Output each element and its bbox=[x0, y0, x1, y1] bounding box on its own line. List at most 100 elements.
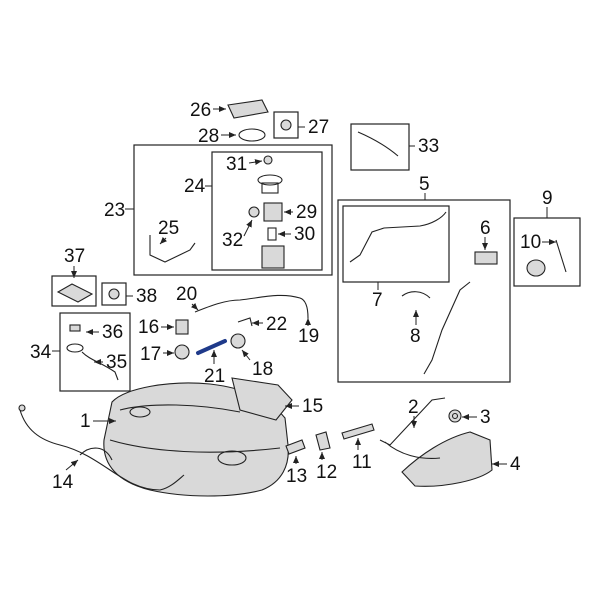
svg-text:4: 4 bbox=[510, 454, 521, 475]
wiring-harness[interactable] bbox=[19, 409, 185, 491]
callout-24: 24 bbox=[184, 176, 212, 197]
svg-text:20: 20 bbox=[176, 284, 197, 305]
svg-text:10: 10 bbox=[520, 232, 541, 253]
callout-7: 7 bbox=[372, 282, 383, 311]
callout-14: 14 bbox=[52, 459, 79, 493]
clip-16[interactable] bbox=[175, 319, 189, 335]
callout-27: 27 bbox=[298, 117, 329, 138]
svg-text:23: 23 bbox=[104, 200, 125, 221]
svg-text:13: 13 bbox=[286, 466, 307, 487]
svg-text:12: 12 bbox=[316, 462, 337, 483]
svg-text:37: 37 bbox=[64, 246, 85, 267]
svg-text:18: 18 bbox=[252, 359, 273, 380]
svg-text:31: 31 bbox=[226, 154, 247, 175]
fuel-hose-13[interactable] bbox=[285, 439, 306, 455]
callout-32: 32 bbox=[222, 219, 253, 251]
svg-text:19: 19 bbox=[298, 326, 319, 347]
svg-text:34: 34 bbox=[30, 342, 52, 363]
svg-text:29: 29 bbox=[296, 202, 317, 223]
callout-33: 33 bbox=[409, 136, 439, 157]
callout-23: 23 bbox=[104, 200, 134, 221]
seal-ring-28[interactable] bbox=[238, 128, 266, 142]
callout-11: 11 bbox=[352, 438, 372, 473]
group-box-33 bbox=[350, 123, 410, 171]
svg-text:6: 6 bbox=[480, 218, 491, 239]
callout-10: 10 bbox=[520, 232, 556, 253]
svg-text:1: 1 bbox=[80, 411, 91, 432]
nut-27[interactable] bbox=[280, 119, 292, 131]
fuel-hose-12[interactable] bbox=[315, 431, 331, 451]
callout-36: 36 bbox=[86, 322, 123, 343]
svg-text:15: 15 bbox=[302, 396, 323, 417]
svg-text:8: 8 bbox=[410, 326, 421, 347]
callout-26: 26 bbox=[190, 100, 226, 121]
callout-28: 28 bbox=[198, 126, 236, 147]
cover-37[interactable] bbox=[56, 283, 94, 303]
callout-2: 2 bbox=[408, 397, 419, 428]
svg-text:25: 25 bbox=[158, 218, 179, 239]
callout-3: 3 bbox=[462, 407, 491, 428]
svg-text:26: 26 bbox=[190, 100, 211, 121]
clip-22[interactable] bbox=[237, 317, 253, 327]
tank-heat-shield[interactable] bbox=[231, 377, 293, 421]
group-box-5 bbox=[337, 199, 511, 383]
svg-text:28: 28 bbox=[198, 126, 219, 147]
nut-38[interactable] bbox=[108, 288, 120, 300]
callout-17: 17 bbox=[140, 344, 174, 365]
hose-33[interactable] bbox=[357, 131, 399, 157]
sender-31[interactable] bbox=[263, 155, 273, 165]
svg-text:22: 22 bbox=[266, 314, 287, 335]
callout-18: 18 bbox=[241, 349, 273, 380]
svg-text:11: 11 bbox=[352, 452, 372, 473]
callout-21: 21 bbox=[204, 350, 225, 387]
callout-35: 35 bbox=[94, 352, 127, 373]
callout-31: 31 bbox=[226, 154, 263, 175]
svg-text:16: 16 bbox=[138, 317, 159, 338]
fuel-tank[interactable] bbox=[103, 382, 289, 497]
callout-37: 37 bbox=[64, 246, 85, 278]
strap-nut[interactable] bbox=[448, 409, 462, 423]
callout-4: 4 bbox=[492, 454, 521, 475]
svg-text:9: 9 bbox=[542, 188, 553, 209]
bracket-25[interactable] bbox=[149, 235, 196, 263]
fuel-line[interactable] bbox=[194, 294, 309, 319]
callout-8: 8 bbox=[410, 310, 421, 347]
callout-38: 38 bbox=[126, 286, 157, 307]
svg-text:17: 17 bbox=[140, 344, 161, 365]
callout-6: 6 bbox=[480, 218, 491, 250]
svg-text:24: 24 bbox=[184, 176, 206, 197]
group-box-34 bbox=[59, 312, 131, 392]
svg-text:2: 2 bbox=[408, 397, 419, 418]
svg-text:35: 35 bbox=[106, 352, 127, 373]
filler-neck-part-6[interactable] bbox=[474, 251, 498, 265]
filler-pipe[interactable] bbox=[423, 281, 471, 375]
group-box-24 bbox=[211, 151, 323, 271]
harness-connector bbox=[18, 404, 26, 412]
svg-text:14: 14 bbox=[52, 472, 74, 493]
fuel-pump-assembly[interactable] bbox=[257, 174, 285, 269]
grommet-17[interactable] bbox=[174, 344, 190, 360]
group-box-27 bbox=[273, 111, 299, 139]
grommet-18[interactable] bbox=[230, 333, 246, 349]
vapor-line-7[interactable] bbox=[349, 211, 447, 263]
callout-34: 34 bbox=[30, 342, 60, 363]
callout-13: 13 bbox=[286, 456, 307, 487]
group-box-38 bbox=[101, 282, 127, 306]
hose-8[interactable] bbox=[401, 291, 431, 299]
callout-19: 19 bbox=[298, 318, 319, 347]
fuel-cap-10[interactable] bbox=[526, 239, 567, 277]
callout-5: 5 bbox=[419, 174, 430, 200]
svg-text:32: 32 bbox=[222, 230, 243, 251]
callout-29: 29 bbox=[284, 202, 317, 223]
gasket-36[interactable] bbox=[66, 324, 84, 353]
access-cover-26[interactable] bbox=[227, 99, 269, 119]
fuel-hose-11[interactable] bbox=[341, 423, 375, 440]
callout-22: 22 bbox=[252, 314, 287, 335]
highlighted-part-21[interactable] bbox=[196, 339, 227, 355]
callout-16: 16 bbox=[138, 317, 174, 338]
svg-text:3: 3 bbox=[480, 407, 491, 428]
callout-25: 25 bbox=[158, 218, 179, 245]
regulator-32[interactable] bbox=[248, 206, 260, 218]
svg-text:38: 38 bbox=[136, 286, 157, 307]
filler-heat-shield[interactable] bbox=[401, 431, 493, 487]
